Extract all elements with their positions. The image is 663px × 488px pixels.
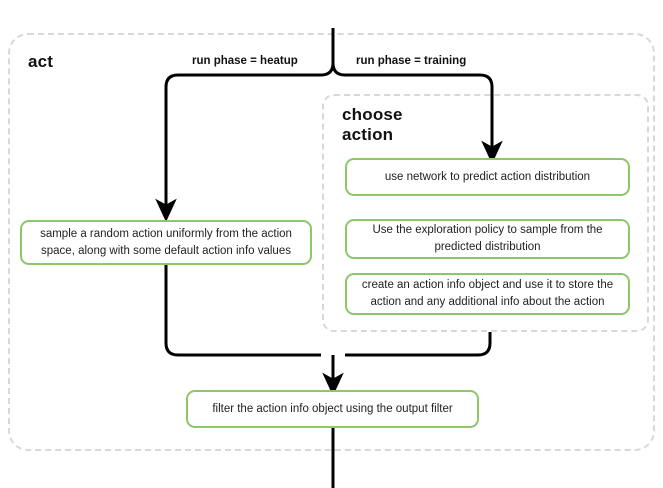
node-exploration-policy-sample-label: Use the exploration policy to sample fro… [372, 224, 603, 253]
edge-label-run-phase-heatup: run phase = heatup [192, 55, 298, 67]
node-sample-random-action[interactable]: sample a random action uniformly from th… [20, 220, 312, 265]
node-exploration-policy-sample[interactable]: Use the exploration policy to sample fro… [345, 219, 630, 259]
node-use-network-predict[interactable]: use network to predict action distributi… [345, 158, 630, 196]
node-filter-action-info-label: filter the action info object using the … [212, 402, 453, 415]
group-title-act: act [28, 52, 54, 71]
node-sample-random-action-label: sample a random action uniformly from th… [40, 227, 292, 257]
node-filter-action-info[interactable]: filter the action info object using the … [186, 390, 479, 428]
group-title-choose-action: choose action [342, 105, 403, 144]
edge-label-run-phase-training: run phase = training [356, 55, 467, 67]
node-use-network-predict-label: use network to predict action distributi… [384, 170, 591, 183]
node-create-action-info[interactable]: create an action info object and use it … [345, 273, 630, 315]
node-create-action-info-label: create an action info object and use it … [361, 279, 614, 308]
